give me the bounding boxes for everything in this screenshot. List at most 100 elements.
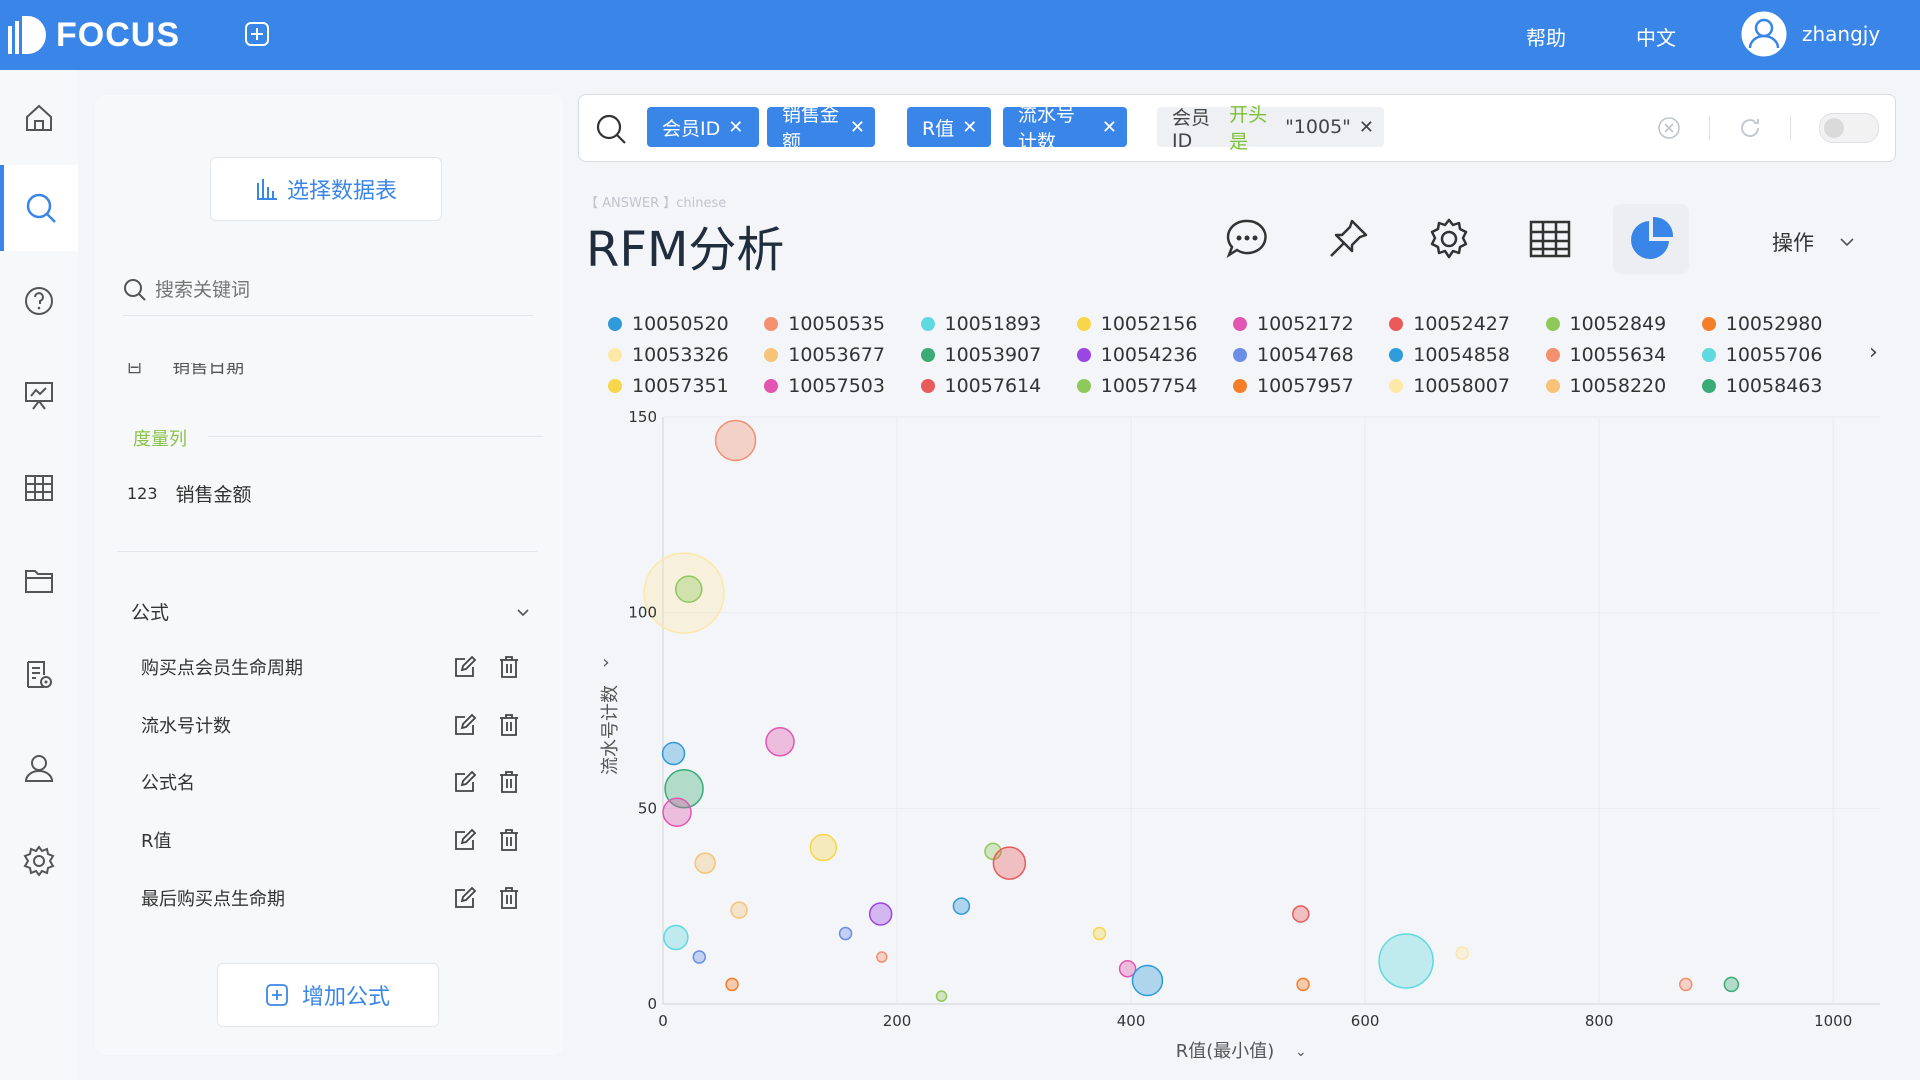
data-point[interactable] [1292, 905, 1310, 923]
operations-menu[interactable]: 操作 [1772, 227, 1856, 257]
data-point[interactable] [1678, 977, 1693, 992]
nav-dashboard[interactable] [0, 352, 78, 438]
data-point[interactable] [1296, 977, 1310, 992]
legend-item[interactable]: 10057614 [920, 375, 1077, 397]
nav-folder[interactable] [0, 538, 78, 624]
legend-item[interactable]: 10052849 [1545, 313, 1702, 335]
formula-item[interactable]: 公式名 [141, 762, 521, 802]
nav-search[interactable] [0, 165, 78, 251]
trash-icon[interactable] [497, 713, 521, 737]
formula-section-header[interactable]: 公式 [131, 598, 531, 625]
formula-item[interactable]: 购买点会员生命周期 [141, 647, 521, 687]
user-menu[interactable]: zhangjy [1740, 10, 1880, 58]
data-point[interactable] [992, 846, 1027, 880]
logo[interactable]: FOCUS [8, 14, 180, 56]
data-point[interactable] [674, 575, 703, 603]
data-point[interactable] [692, 950, 707, 964]
data-point[interactable] [765, 727, 795, 757]
legend-item[interactable]: 10050535 [764, 313, 920, 335]
chart-view-button[interactable] [1613, 204, 1689, 274]
data-point[interactable] [952, 897, 971, 915]
measure-field[interactable]: 123 销售金额 [127, 480, 252, 507]
legend-item[interactable]: 10057351 [608, 375, 764, 397]
legend-item[interactable]: 10058007 [1389, 375, 1545, 397]
legend-item[interactable]: 10055634 [1545, 344, 1702, 366]
data-point[interactable] [661, 741, 686, 766]
edit-icon[interactable] [453, 770, 477, 794]
legend-item[interactable]: 10053907 [920, 344, 1077, 366]
data-point[interactable] [838, 926, 853, 941]
data-point[interactable] [730, 901, 748, 919]
add-formula-button[interactable]: 增加公式 [217, 963, 439, 1027]
data-point[interactable] [1131, 964, 1164, 997]
edit-icon[interactable] [453, 886, 477, 910]
close-icon[interactable]: ✕ [1358, 116, 1374, 138]
search-tag[interactable]: 会员ID✕ [647, 107, 759, 147]
legend-item[interactable]: 10057957 [1233, 375, 1389, 397]
close-icon[interactable]: ✕ [728, 116, 744, 138]
legend-item[interactable]: 10057503 [764, 375, 920, 397]
help-link[interactable]: 帮助 [1526, 26, 1566, 50]
legend-item[interactable]: 10052427 [1389, 313, 1545, 335]
data-point[interactable] [1118, 960, 1137, 978]
legend-item[interactable]: 10057754 [1076, 375, 1233, 397]
legend-item[interactable]: 10055706 [1701, 344, 1858, 366]
data-point[interactable] [663, 924, 689, 951]
edit-icon[interactable] [453, 713, 477, 737]
search-tag[interactable]: 销售金额✕ [767, 104, 875, 153]
nav-user[interactable] [0, 725, 78, 811]
nav-help[interactable] [0, 258, 78, 344]
legend-item[interactable]: 10058220 [1545, 375, 1702, 397]
legend-item[interactable]: 10053677 [764, 344, 920, 366]
trash-icon[interactable] [497, 655, 521, 679]
table-view-button[interactable] [1512, 204, 1588, 274]
legend-item[interactable]: 10052980 [1701, 313, 1858, 335]
data-point[interactable] [1723, 976, 1740, 993]
data-point[interactable] [868, 902, 893, 926]
data-point[interactable] [876, 951, 888, 963]
legend-item[interactable]: 10050520 [608, 313, 764, 335]
data-point[interactable] [714, 419, 757, 462]
nav-table[interactable] [0, 445, 78, 531]
pin-button[interactable] [1310, 204, 1386, 274]
search-tag[interactable]: R值✕ [907, 107, 991, 147]
data-point[interactable] [809, 833, 838, 862]
chevron-down-icon[interactable]: ⌄ [1295, 1044, 1307, 1060]
legend-item[interactable]: 10052156 [1076, 313, 1233, 335]
refresh-icon[interactable] [1738, 116, 1762, 140]
close-icon[interactable]: ✕ [962, 116, 978, 138]
data-point[interactable] [984, 842, 1002, 861]
close-icon[interactable]: ✕ [1101, 116, 1117, 138]
search-tag[interactable]: 流水号计数✕ [1003, 104, 1127, 153]
legend-item[interactable]: 10053326 [608, 344, 764, 366]
data-point[interactable] [725, 977, 739, 992]
add-tab-icon[interactable] [245, 22, 269, 46]
edit-icon[interactable] [453, 655, 477, 679]
legend-item[interactable]: 10054768 [1233, 344, 1389, 366]
legend-item[interactable]: 10052172 [1233, 313, 1389, 335]
legend-item[interactable]: 10058463 [1701, 375, 1858, 397]
legend-item[interactable]: 10054858 [1389, 344, 1545, 366]
formula-item[interactable]: 流水号计数 [141, 705, 521, 745]
select-table-button[interactable]: 选择数据表 [210, 157, 442, 221]
trash-icon[interactable] [497, 828, 521, 852]
keyword-search-input[interactable] [153, 278, 517, 302]
legend-item[interactable]: 10051893 [920, 313, 1077, 335]
data-point[interactable] [1378, 933, 1434, 989]
settings-button[interactable] [1411, 204, 1487, 274]
data-point[interactable] [643, 552, 725, 634]
data-point[interactable] [1455, 946, 1469, 960]
language-switch[interactable]: 中文 [1636, 26, 1676, 50]
data-point[interactable] [662, 797, 692, 827]
formula-item[interactable]: R值 [141, 820, 521, 860]
trash-icon[interactable] [497, 886, 521, 910]
formula-item[interactable]: 最后购买点生命期 [141, 878, 521, 918]
nav-report-settings[interactable] [0, 632, 78, 718]
nav-home[interactable] [0, 75, 78, 161]
data-point[interactable] [1092, 926, 1107, 941]
data-point[interactable] [694, 852, 716, 874]
clear-icon[interactable] [1657, 116, 1681, 140]
edit-icon[interactable] [453, 828, 477, 852]
